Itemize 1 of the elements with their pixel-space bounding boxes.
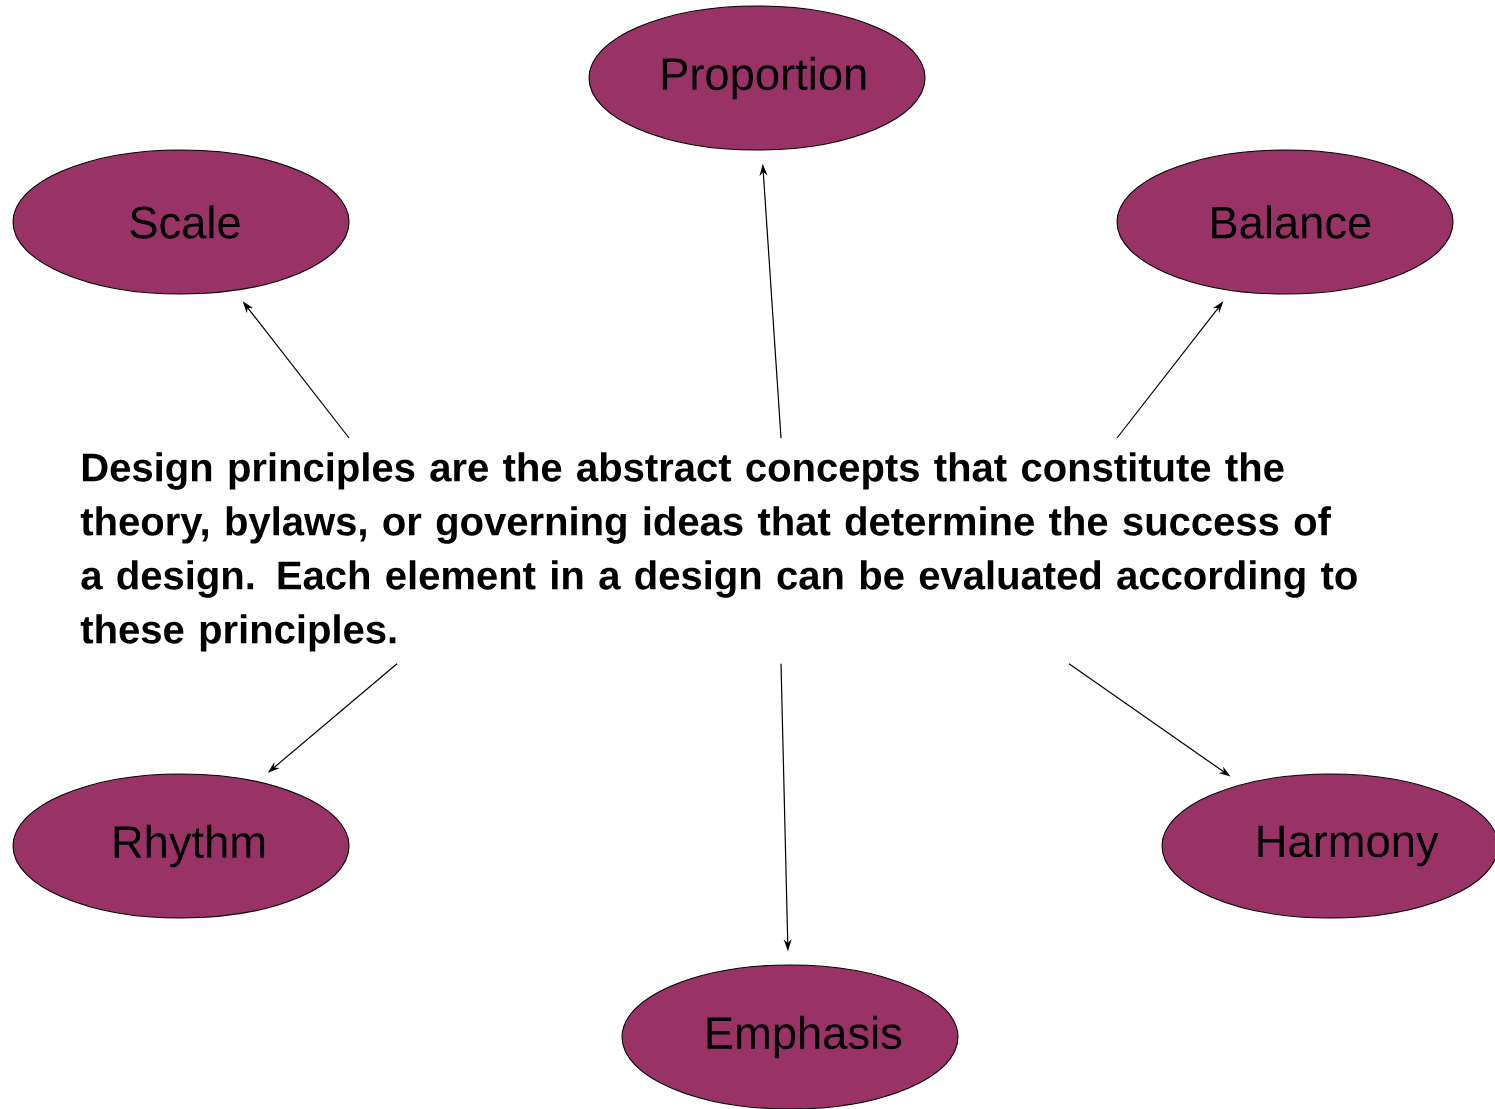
definition-text: Design principles are the abstract concepts that constitute the theory, bylaws, or governing ideas that determine the success of a design. Each element in a design can be evaluated according to these principles. <box>80 452 1357 652</box>
